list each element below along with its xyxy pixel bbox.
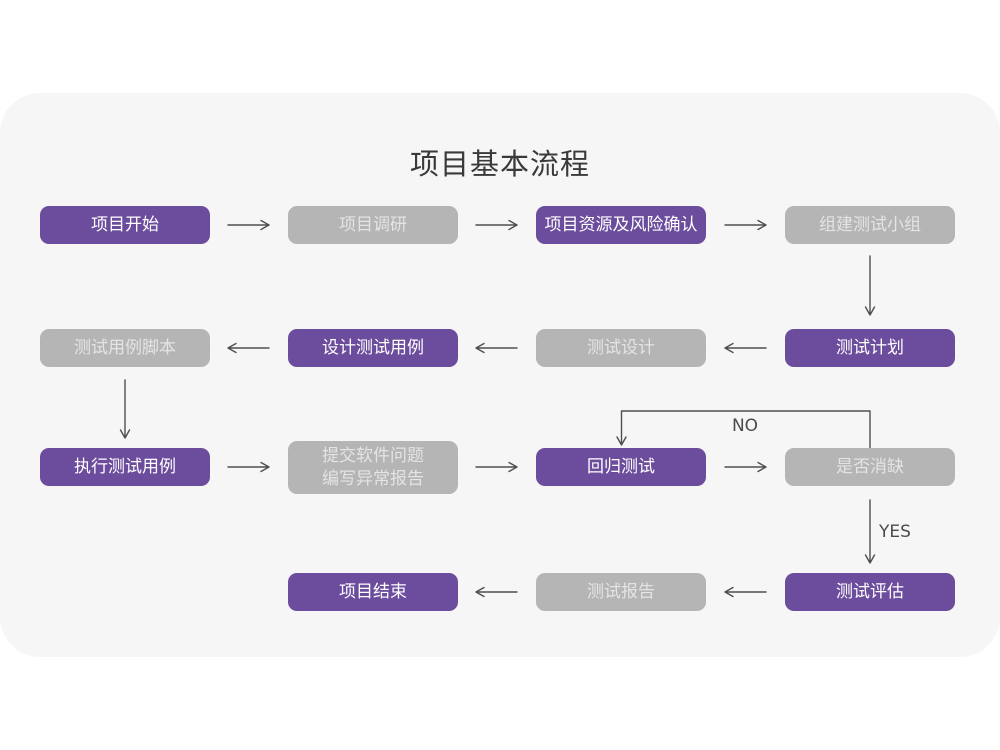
node-test-case-script: 测试用例脚本 — [40, 329, 210, 367]
node-execute-test-cases: 执行测试用例 — [40, 448, 210, 486]
node-form-test-team: 组建测试小组 — [785, 206, 955, 244]
arrow-execute-to-submit — [227, 461, 270, 473]
arrow-script-to-execute — [119, 379, 131, 439]
arrow-design-to-cases — [475, 342, 518, 354]
arrow-yes — [864, 499, 876, 564]
node-test-plan: 测试计划 — [785, 329, 955, 367]
node-design-test-cases: 设计测试用例 — [288, 329, 458, 367]
arrow-report-to-end — [475, 586, 518, 598]
arrow-regression-to-defect — [724, 461, 767, 473]
node-project-research: 项目调研 — [288, 206, 458, 244]
node-test-design: 测试设计 — [536, 329, 706, 367]
arrow-cases-to-script — [227, 342, 270, 354]
arrow-submit-to-regression — [475, 461, 518, 473]
node-test-report: 测试报告 — [536, 573, 706, 611]
flowchart-card — [0, 93, 1000, 657]
edge-label-no: NO — [731, 416, 759, 436]
arrow-start-to-research — [227, 219, 270, 231]
node-defect-cleared: 是否消缺 — [785, 448, 955, 486]
node-project-start: 项目开始 — [40, 206, 210, 244]
arrow-plan-to-design — [724, 342, 767, 354]
arrow-risk-to-team — [724, 219, 767, 231]
node-regression-test: 回归测试 — [536, 448, 706, 486]
page-title: 项目基本流程 — [409, 147, 590, 181]
node-submit-issue-report: 提交软件问题 编写异常报告 — [288, 441, 458, 494]
arrow-evaluation-to-report — [724, 586, 767, 598]
arrow-research-to-risk — [475, 219, 518, 231]
arrow-no-loop — [616, 410, 871, 449]
node-project-end: 项目结束 — [288, 573, 458, 611]
node-test-evaluation: 测试评估 — [785, 573, 955, 611]
arrow-team-to-plan — [864, 255, 876, 316]
edge-label-yes: YES — [879, 522, 911, 542]
node-resources-risk: 项目资源及风险确认 — [536, 206, 706, 244]
